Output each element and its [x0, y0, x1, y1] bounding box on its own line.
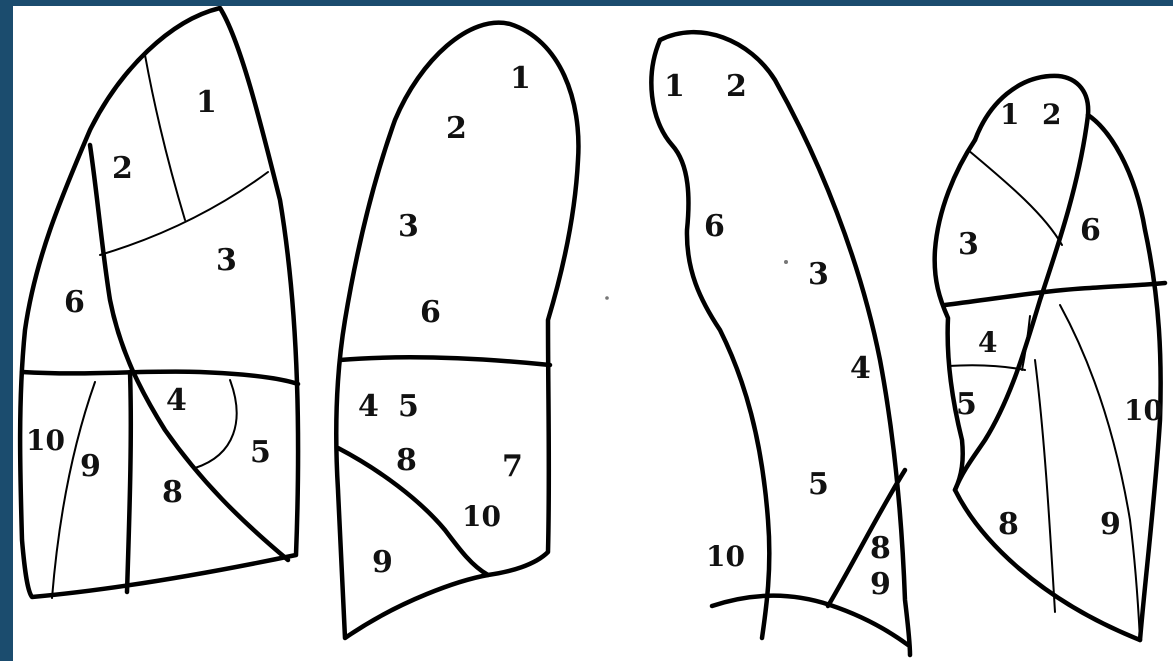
panel-c-label: 8 [870, 531, 891, 566]
panel-b-fissure-horizontal [340, 357, 550, 365]
panel-a-label: 2 [112, 151, 133, 186]
diagram-frame: 1 2 3 6 4 5 10 9 8 1 2 3 6 4 5 8 7 10 9 … [13, 6, 1173, 661]
panel-a-fissure-horizontal [22, 372, 298, 384]
panel-d-label: 10 [1124, 394, 1163, 427]
panel-b-label: 7 [502, 449, 523, 484]
panel-a-line-1-2 [145, 55, 185, 220]
panel-d-label: 8 [998, 507, 1019, 542]
panel-c-base [712, 596, 908, 645]
panel-a-fissure-oblique [90, 145, 288, 560]
panel-a-line-10-9 [52, 382, 95, 598]
panel-a-line-vertical [127, 372, 131, 592]
lung-segments-diagram: 1 2 3 6 4 5 10 9 8 1 2 3 6 4 5 8 7 10 9 … [13, 6, 1173, 661]
panel-d-line-1-3 [968, 150, 1062, 245]
panel-b-label: 3 [398, 209, 419, 244]
lung-diagram-c: 1 2 6 3 4 5 10 8 9 [605, 32, 910, 655]
panel-a-label: 3 [216, 243, 237, 278]
panel-a-label: 6 [64, 285, 85, 320]
lung-diagram-b: 1 2 3 6 4 5 8 7 10 9 [336, 23, 578, 638]
panel-c-label: 4 [850, 351, 871, 386]
panel-b-label: 10 [462, 500, 501, 533]
panel-d-line-8-9 [1035, 360, 1055, 612]
panel-a-label: 8 [162, 475, 183, 510]
panel-c-label: 3 [808, 257, 829, 292]
panel-d-posterior [1088, 115, 1161, 640]
panel-b-label: 9 [372, 545, 393, 580]
panel-b-label: 1 [510, 61, 531, 96]
panel-d-label: 2 [1042, 98, 1061, 131]
panel-b-label: 4 [358, 389, 379, 424]
panel-d-apex [975, 76, 1088, 140]
panel-d-line-9-10 [1060, 305, 1140, 640]
panel-d-fissure-horizontal [945, 283, 1165, 305]
panel-a-label: 10 [26, 424, 65, 457]
panel-b-label: 8 [396, 443, 417, 478]
panel-c-label: 9 [870, 567, 891, 602]
panel-d-label: 5 [956, 387, 977, 422]
panel-c-fissure [828, 470, 905, 606]
panel-d-label: 9 [1100, 507, 1121, 542]
panel-b-label: 2 [446, 111, 467, 146]
panel-a-label: 9 [80, 449, 101, 484]
panel-d-label: 3 [958, 227, 979, 262]
lung-diagram-d: 1 2 3 6 4 5 10 8 9 [935, 76, 1165, 640]
panel-c-label: 1 [664, 69, 685, 104]
panel-a-label: 1 [196, 85, 217, 120]
panel-c-label: 5 [808, 467, 829, 502]
panel-a-outline [20, 8, 298, 597]
panel-d-label: 1 [1000, 98, 1019, 131]
panel-b-label: 6 [420, 295, 441, 330]
panel-c-label: 6 [704, 209, 725, 244]
panel-b-label: 5 [398, 389, 419, 424]
panel-c-label: 10 [706, 540, 745, 573]
panel-a-label: 5 [250, 435, 271, 470]
lung-diagram-a: 1 2 3 6 4 5 10 9 8 [20, 8, 298, 598]
panel-d-label: 6 [1080, 213, 1101, 248]
panel-c-label: 2 [726, 69, 747, 104]
panel-d-label: 4 [978, 326, 997, 359]
panel-a-label: 4 [166, 383, 187, 418]
panel-d-line-4-5 [948, 365, 1025, 370]
panel-a-line-4-5 [195, 380, 237, 468]
